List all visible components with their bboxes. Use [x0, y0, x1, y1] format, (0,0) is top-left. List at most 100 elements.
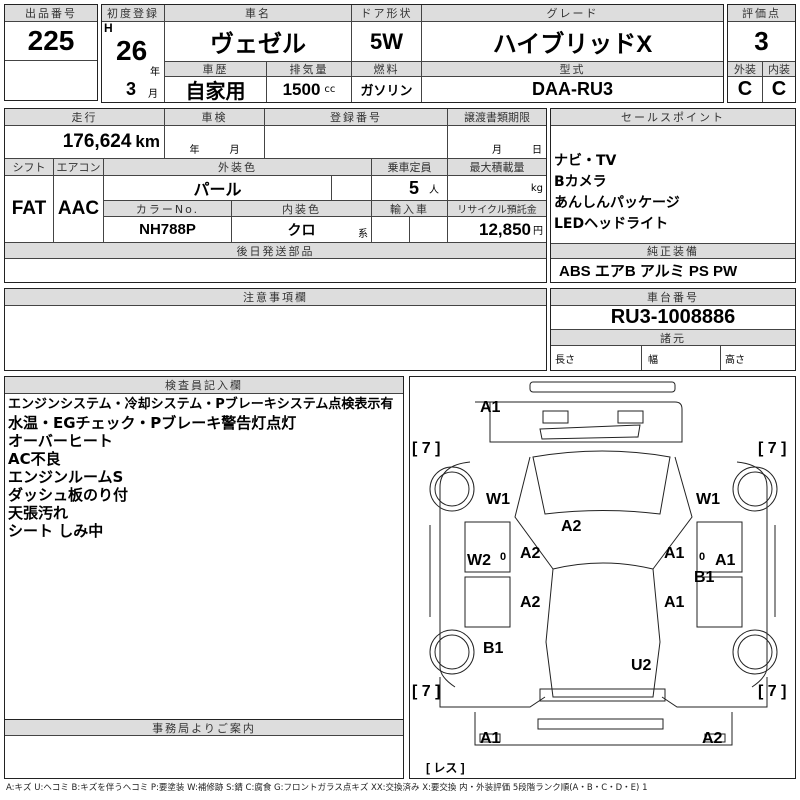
import-extra — [409, 217, 447, 243]
damage-mark: A2 — [520, 594, 541, 611]
damage-mark: A2 — [520, 545, 541, 562]
sales-points-box: セールスポイント ナビ・TV Bカメラ あんしんパッケージ LEDヘッドライト … — [550, 108, 796, 283]
history: 自家用 — [164, 77, 266, 103]
score-box: 評価点 3 外装 内装 C C — [727, 4, 796, 103]
chassis-box: 車台番号 RU3-1008886 諸元 長さ 幅 高さ — [550, 288, 796, 371]
ext-score: C — [737, 78, 753, 100]
damage-mark: W2 — [467, 552, 491, 569]
ac-label: エアコン — [53, 159, 103, 176]
ac: AAC — [53, 176, 103, 243]
ext-color-label: 外装色 — [103, 159, 371, 176]
inspector-note: ダッシュ板のり付 — [8, 486, 129, 504]
int-color-unit: 系 — [358, 229, 368, 240]
damage-mark: A2 — [702, 730, 723, 747]
inspection-year-unit: 年 — [189, 145, 200, 156]
grade-label: グレード — [421, 5, 723, 22]
era: H — [104, 21, 113, 35]
ext-score-label: 外装 — [728, 62, 762, 77]
lot-box: 出品番号 225 — [4, 4, 98, 101]
fuel-label: 燃料 — [351, 62, 421, 77]
damage-mark: A2 — [561, 518, 582, 535]
sales-point: あんしんパッケージ — [554, 195, 680, 211]
vehicle-info-box: 初度登録 車名 ドア形状 グレード H 26 年 3 月 ヴェゼル 5W ハイブ… — [101, 4, 724, 103]
reg-year: 26 — [116, 35, 148, 66]
damage-mark: A1 — [664, 594, 685, 611]
color-no-label: カラーNo. — [103, 201, 231, 217]
recycle-unit: 円 — [533, 226, 543, 237]
int-score: C — [762, 77, 795, 102]
inspector-note: エンジンシステム・冷却システム・Pブレーキシステム点検表示有 — [8, 397, 394, 412]
chassis-number: RU3-1008886 — [551, 306, 795, 330]
color-no: NH788P — [103, 217, 231, 243]
max-load-unit: kg — [447, 176, 546, 201]
model-code: DAA-RU3 — [421, 77, 723, 102]
later-parts-label: 後日発送部品 — [5, 243, 546, 259]
damage-mark: [ 7 ] — [412, 683, 441, 700]
sales-point: ナビ・TV — [554, 153, 617, 169]
reg-month: 3 — [126, 79, 137, 99]
inspector-note: オーバーヒート — [8, 432, 113, 450]
caution-label: 注意事項欄 — [5, 289, 546, 306]
transfer-day-unit: 日 — [532, 145, 542, 156]
ext-color: パール — [103, 176, 331, 201]
inspection-month-unit: 月 — [229, 145, 240, 156]
damage-mark: [ 7 ] — [412, 440, 441, 457]
damage-mark: A1 — [480, 399, 501, 416]
sales-points-label: セールスポイント — [551, 109, 795, 126]
inspector-note: 水温・EGチェック・Pブレーキ警告灯点灯 — [8, 414, 297, 432]
damage-mark: U2 — [631, 657, 652, 674]
score-value: 3 — [728, 22, 795, 62]
caution-box: 注意事項欄 — [4, 288, 547, 371]
damage-mark: W1 — [486, 491, 510, 508]
office-box: 事務局よりご案内 — [4, 719, 404, 779]
int-color-label: 内装色 — [231, 201, 371, 217]
transfer-month-unit: 月 — [492, 145, 502, 156]
damage-mark: A1 — [715, 552, 736, 569]
displacement: 1500 — [282, 79, 321, 99]
specs-label: 諸元 — [551, 330, 795, 346]
inspector-label: 検査員記入欄 — [5, 377, 403, 394]
damage-mark: 0 — [500, 551, 507, 563]
capacity-unit: 人 — [429, 184, 439, 196]
year-unit: 年 — [150, 67, 160, 78]
damage-mark: [ 7 ] — [758, 683, 787, 700]
door-label: ドア形状 — [351, 5, 421, 22]
car-outline — [429, 381, 778, 746]
shift: FAT — [5, 176, 53, 243]
car-name-label: 車名 — [164, 5, 351, 22]
lot-label: 出品番号 — [5, 5, 97, 22]
reg-no-value — [264, 126, 447, 159]
damage-mark: B1 — [483, 640, 504, 657]
month-unit: 月 — [148, 89, 158, 100]
equipment: ABS エアB アルミ PS PW — [559, 263, 738, 280]
recycle-label: リサイクル預託金 — [447, 201, 546, 217]
reg-no-label: 登録番号 — [264, 109, 447, 126]
inspector-note: AC不良 — [8, 450, 61, 468]
ext-color-extra — [331, 176, 371, 201]
import-label: 輸入車 — [371, 201, 447, 217]
capacity: 5 — [408, 177, 419, 198]
car-diagram: A1 [ 7 ] [ 7 ] W1 W1 A2 W2 0 A2 A1 0 A1 … — [409, 376, 796, 779]
history-label: 車歴 — [164, 62, 266, 77]
mileage: 176,624 — [62, 131, 132, 152]
grade: ハイブリッドX — [421, 22, 723, 62]
sales-point: LEDヘッドライト — [554, 216, 669, 232]
mileage-unit: km — [135, 132, 160, 151]
lot-number: 225 — [5, 22, 97, 61]
inspection-label: 車検 — [164, 109, 264, 126]
shift-label: シフト — [5, 159, 53, 176]
damage-mark: [ レス ] — [426, 761, 465, 775]
inspector-note: エンジンルームS — [8, 468, 124, 486]
damage-mark: A1 — [664, 545, 685, 562]
capacity-label: 乗車定員 — [371, 159, 447, 176]
fuel: ガソリン — [351, 77, 421, 102]
int-score-label: 内装 — [762, 62, 795, 77]
damage-mark: 0 — [699, 551, 706, 563]
damage-mark: [ 7 ] — [758, 440, 787, 457]
inspector-note: 天張汚れ — [8, 504, 69, 522]
displacement-unit: cc — [324, 84, 336, 95]
chassis-label: 車台番号 — [551, 289, 795, 306]
width-label: 幅 — [641, 346, 720, 370]
inspector-note: シート しみ中 — [8, 522, 104, 540]
